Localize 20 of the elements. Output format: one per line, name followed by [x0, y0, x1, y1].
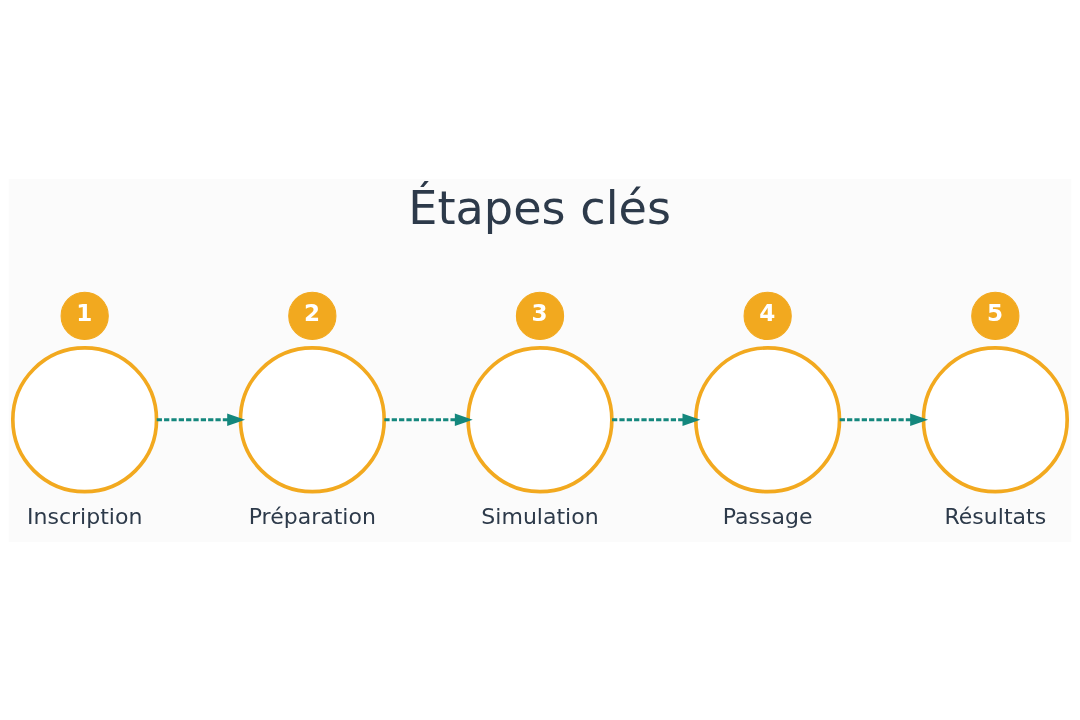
- node-label: Simulation: [481, 503, 599, 529]
- node-label: Résultats: [944, 503, 1047, 529]
- diagram-title: Étapes clés: [408, 180, 671, 235]
- node-circle: [921, 345, 1070, 493]
- node-label: Passage: [722, 503, 813, 529]
- node-label: Préparation: [248, 503, 376, 529]
- arrow: [839, 413, 929, 426]
- arrow: [156, 413, 246, 426]
- node-circle: 1: [60, 291, 109, 340]
- node-circle: [238, 345, 387, 493]
- node-circle: 2: [288, 291, 337, 340]
- node-circle: 3: [515, 291, 565, 340]
- node-label: Inscription: [27, 503, 143, 529]
- node-circle: 4: [743, 291, 792, 340]
- node-circle: [10, 345, 159, 493]
- node-circle: [693, 345, 842, 493]
- node-circle: [466, 345, 614, 493]
- node-circle: 5: [971, 291, 1020, 340]
- arrow: [612, 413, 701, 426]
- arrow: [384, 413, 473, 426]
